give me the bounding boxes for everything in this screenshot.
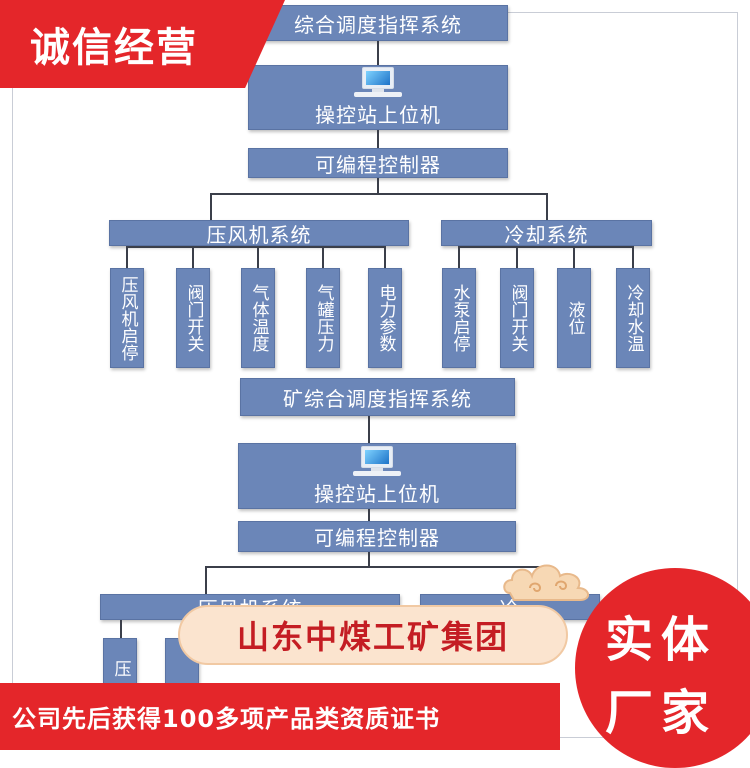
cooling-item: 水泵启停 (442, 268, 476, 368)
connector (458, 246, 460, 268)
compressor-item: 压风机启停 (110, 268, 144, 368)
connector (120, 620, 122, 638)
stamp-line-1: 实体 (605, 612, 718, 668)
connector (516, 246, 518, 268)
computer-icon (353, 445, 401, 476)
connector (377, 178, 379, 194)
cooling-system-box: 冷却系统 (441, 220, 652, 247)
connector (377, 41, 379, 65)
certification-bar: 公司先后获得100多项产品类资质证书 (0, 683, 560, 750)
connector (210, 193, 212, 220)
connector (368, 416, 370, 443)
compressor-system-box: 压风机系统 (109, 220, 409, 247)
compressor-item: 阀门开关 (176, 268, 210, 368)
connector (368, 552, 370, 567)
cooling-item: 液位 (557, 268, 591, 368)
connector (368, 509, 370, 521)
cooling-item: 阀门开关 (500, 268, 534, 368)
compressor-item: 气体温度 (241, 268, 275, 368)
factory-stamp: 实体 厂家 (575, 568, 750, 768)
connector (546, 193, 548, 220)
station-label: 操控站上位机 (314, 481, 440, 506)
connector (210, 193, 548, 195)
station-label: 操控站上位机 (315, 103, 441, 127)
connector (126, 246, 128, 268)
connector (192, 246, 194, 268)
auspicious-cloud-icon (503, 564, 589, 601)
cooling-item: 冷却水温 (616, 268, 650, 368)
compressor-item: 气罐压力 (306, 268, 340, 368)
company-banner: 山东中煤工矿集团 (178, 605, 568, 665)
plc-box-top: 可编程控制器 (248, 148, 508, 178)
integrity-badge: 诚信经营 (0, 0, 285, 88)
dispatch-system-box-top: 综合调度指挥系统 (248, 5, 508, 41)
dispatch-system-box-bottom: 矿综合调度指挥系统 (240, 378, 515, 416)
connector (205, 566, 207, 594)
computer-icon (354, 67, 402, 97)
connector (632, 246, 634, 268)
connector (205, 566, 545, 568)
station-box-top: 操控站上位机 (248, 65, 508, 130)
connector (458, 246, 632, 248)
connector (377, 130, 379, 148)
stamp-line-2: 厂家 (605, 685, 718, 741)
plc-box-bottom: 可编程控制器 (238, 521, 516, 552)
station-box-bottom: 操控站上位机 (238, 443, 516, 509)
connector (384, 246, 386, 268)
connector (322, 246, 324, 268)
connector (126, 246, 384, 248)
integrity-badge-text: 诚信经营 (30, 25, 198, 71)
compressor-item: 电力参数 (368, 268, 402, 368)
connector (573, 246, 575, 268)
connector (257, 246, 259, 268)
